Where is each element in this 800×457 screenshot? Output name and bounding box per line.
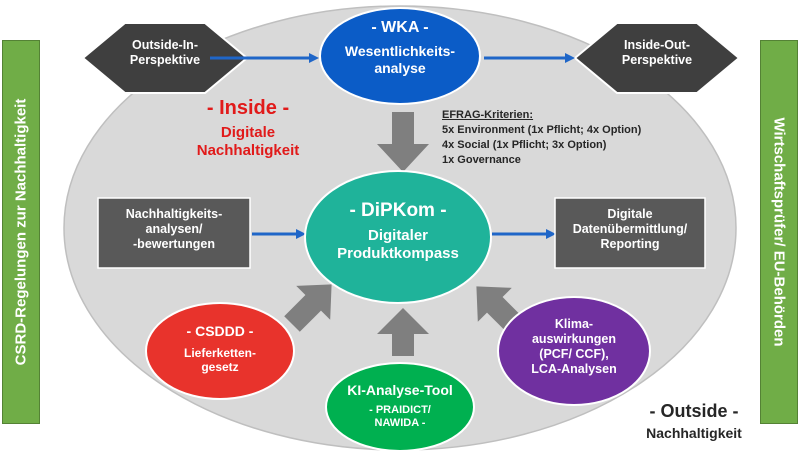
left-sidebar-label: CSRD-Regelungen zur Nachhaltigkeit — [12, 98, 30, 366]
csddd-line-2: gesetz — [201, 360, 239, 375]
csddd-label: - CSDDD - Lieferketten- gesetz — [160, 323, 280, 375]
dipkom-label: - DiPKom - Digitaler Produktkompass — [318, 200, 478, 263]
outside-subtitle: Nachhaltigkeit — [646, 424, 742, 441]
ki-title: KI-Analyse-Tool — [347, 382, 453, 398]
klima-line-1: Klima- — [554, 317, 594, 331]
outside-in-line-1: Outside-In- — [132, 38, 198, 52]
arrow-csddd-to-dipkom — [284, 284, 332, 332]
digitale-label: Digitale Datenübermittlung/ Reporting — [557, 207, 703, 252]
digitale-line-1: Digitale — [607, 207, 653, 221]
dipkom-line-1: Digitaler — [367, 226, 428, 244]
inside-line-2: Nachhaltigkeit — [196, 142, 300, 159]
efrag-line-environment: 5x Environment (1x Pflicht; 4x Option) — [442, 123, 642, 136]
outside-in-label: Outside-In- Perspektive — [110, 38, 220, 68]
wka-circle — [319, 7, 481, 105]
nachhaltigkeit-line-2: analysen/ — [145, 222, 203, 236]
outside-in-line-2: Perspektive — [129, 53, 201, 67]
ki-label: KI-Analyse-Tool - PRAIDICT/ NAWIDA - — [336, 382, 464, 430]
ki-line-1: - PRAIDICT/ — [369, 403, 431, 416]
efrag-block: EFRAG-Kriterien: 5x Environment (1x Pfli… — [442, 108, 702, 167]
nachhaltigkeit-line-1: Nachhaltigkeits- — [125, 207, 223, 221]
inside-out-label: Inside-Out- Perspektive — [602, 38, 712, 68]
klima-label: Klima- auswirkungen (PCF/ CCF), LCA-Anal… — [509, 317, 639, 377]
outside-label: - Outside - Nachhaltigkeit — [624, 401, 764, 441]
arrow-wka-to-dipkom — [377, 112, 429, 172]
efrag-title: EFRAG-Kriterien: — [442, 109, 534, 121]
csddd-line-1: Lieferketten- — [183, 345, 257, 360]
klima-line-3: (PCF/ CCF), — [539, 347, 609, 361]
inside-title: - Inside - — [206, 97, 290, 119]
ki-circle — [325, 362, 475, 452]
klima-circle — [497, 296, 651, 406]
wka-title: - WKA - — [371, 19, 429, 36]
right-sidebar-label: Wirtschaftsprüfer/ EU-Behörden — [770, 117, 788, 347]
nachhaltigkeit-label: Nachhaltigkeits- analysen/ -bewertungen — [100, 207, 248, 252]
efrag-line-governance: 1x Governance — [442, 153, 521, 166]
wka-line-1: Wesentlichkeits- — [344, 43, 456, 60]
right-sidebar: Wirtschaftsprüfer/ EU-Behörden — [760, 40, 798, 424]
nachhaltigkeit-line-3: -bewertungen — [133, 237, 215, 251]
dipkom-line-2: Produktkompass — [337, 244, 459, 262]
arrow-ki-to-dipkom — [377, 308, 429, 356]
inside-label: - Inside - Digitale Nachhaltigkeit — [168, 96, 328, 160]
dipkom-title: - DiPKom - — [349, 200, 447, 221]
csddd-title: - CSDDD - — [186, 323, 254, 339]
klima-line-2: auswirkungen — [531, 332, 617, 346]
digitale-box — [554, 197, 706, 269]
digitale-line-3: Reporting — [600, 237, 660, 251]
digitale-line-2: Datenübermittlung/ — [572, 222, 688, 236]
nachhaltigkeit-box — [97, 197, 251, 269]
ki-line-2: NAWIDA - — [374, 416, 426, 429]
klima-line-4: LCA-Analysen — [531, 362, 617, 376]
wka-line-2: analyse — [374, 59, 426, 76]
inside-out-diamond — [573, 22, 741, 94]
inside-line-1: Digitale — [220, 124, 276, 141]
csddd-circle — [145, 302, 295, 400]
left-sidebar: CSRD-Regelungen zur Nachhaltigkeit — [2, 40, 40, 424]
dipkom-circle — [304, 170, 492, 304]
inside-out-line-1: Inside-Out- — [624, 38, 690, 52]
efrag-line-social: 4x Social (1x Pflicht; 3x Option) — [442, 138, 607, 151]
inside-out-line-2: Perspektive — [621, 53, 693, 67]
outside-title: - Outside - — [649, 401, 739, 421]
wka-label: - WKA - Wesentlichkeits- analyse — [330, 18, 470, 77]
